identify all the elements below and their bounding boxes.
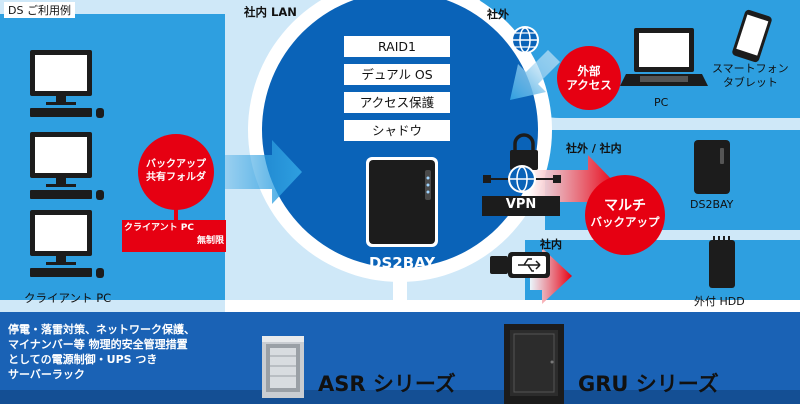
vpn-bar: [482, 196, 560, 216]
smartphone-label: スマートフォン タブレット: [712, 62, 789, 89]
feature-access-protection: アクセス保護: [344, 92, 450, 113]
network-bus: [225, 300, 800, 312]
external-access-text: 外部 アクセス: [566, 64, 612, 92]
gru-label: GRU シリーズ: [578, 372, 719, 396]
ds-usage-label: DS ご利用例: [4, 2, 75, 18]
ds2bay-remote-label: DS2BAY: [690, 198, 734, 211]
desktop-pc-icon: [30, 210, 104, 278]
external-hdd-label: 外付 HDD: [694, 295, 745, 308]
desktop-pc-icon: [30, 132, 104, 200]
nas-icon: [694, 140, 730, 194]
external-access-bubble: [557, 46, 621, 110]
server-rack-icon: [262, 336, 304, 398]
bubble-connector: [174, 208, 178, 222]
server-rack-icon: [504, 324, 564, 404]
usb-plug-icon: [490, 252, 550, 278]
rack-band: [0, 312, 800, 404]
nas-icon: [366, 157, 438, 247]
backup-bubble-text: バックアップ 共有フォルダ: [146, 159, 206, 183]
padlock-icon: [510, 133, 538, 170]
hdd-icon: [709, 236, 735, 288]
rack-band-shade: [0, 390, 800, 404]
client-unlimited-text: クライアント PC 無制限: [124, 223, 224, 246]
vpn-label: VPN: [505, 197, 537, 212]
asr-label: ASR シリーズ: [318, 372, 456, 396]
inside-label: 社内: [540, 238, 562, 251]
client-pc-label: クライアント PC: [24, 291, 112, 305]
pc-label: PC: [654, 96, 669, 109]
globe-icon: [483, 165, 561, 193]
desktop-pc-icon: [30, 50, 104, 118]
arrow-icon: [510, 50, 560, 100]
globe-icon: [511, 26, 539, 54]
rack-description: 停電・落雷対策、ネットワーク保護、 マイナンバー等 物理的安全管理措置 としての…: [8, 323, 195, 381]
client-unlimited-box: [122, 220, 226, 252]
arrow-icon: [210, 140, 302, 204]
outside-inside-label: 社外 / 社内: [566, 142, 622, 155]
lan-label: 社内 LAN: [244, 5, 297, 19]
outside-label: 社外: [487, 8, 509, 21]
laptop-icon: [620, 28, 708, 86]
feature-raid: RAID1: [344, 36, 450, 57]
feature-dual-os: デュアル OS: [344, 64, 450, 85]
multi-backup-text: マルチ バックアップ: [590, 198, 660, 229]
multi-backup-bubble: [585, 175, 665, 255]
device-name: DS2BAY: [369, 254, 436, 272]
backup-bubble: [138, 134, 214, 210]
feature-shadow: シャドウ: [344, 120, 450, 141]
smartphone-icon: [732, 9, 772, 63]
